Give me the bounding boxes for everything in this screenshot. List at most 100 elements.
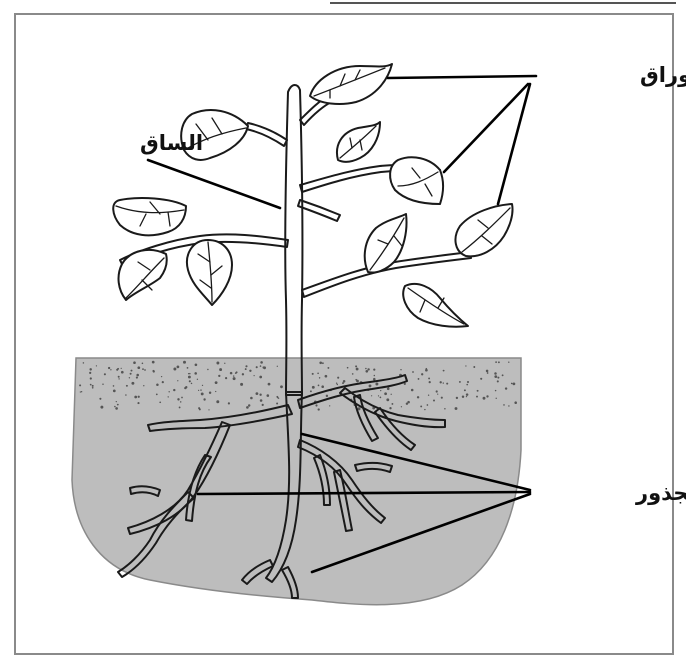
soil-speckle <box>505 387 507 389</box>
soil-speckle <box>466 384 468 386</box>
soil-speckle <box>233 375 234 376</box>
soil-speckle <box>365 368 367 370</box>
soil-speckle <box>378 395 379 396</box>
soil-speckle <box>391 403 393 405</box>
soil-speckle <box>152 370 154 372</box>
soil-speckle <box>329 405 330 406</box>
soil-speckle <box>342 382 344 384</box>
soil-speckle <box>104 373 106 375</box>
soil-speckle <box>133 361 136 364</box>
soil-speckle <box>317 372 319 374</box>
soil-speckle <box>456 397 458 399</box>
soil-speckle <box>131 370 133 372</box>
soil-speckle <box>90 384 92 386</box>
soil-speckle <box>446 383 448 385</box>
soil-speckle <box>483 397 486 400</box>
soil-speckle <box>136 377 138 379</box>
soil-speckle <box>319 361 322 364</box>
soil-speckle <box>195 363 198 366</box>
soil-speckle <box>437 394 438 395</box>
soil-speckle <box>476 396 478 398</box>
soil-speckle <box>180 401 182 403</box>
soil-speckle <box>177 366 180 369</box>
soil-speckle <box>137 366 140 369</box>
soil-speckle <box>102 383 103 384</box>
soil-speckle <box>240 383 243 386</box>
soil-speckle <box>262 404 264 406</box>
soil-speckle <box>356 368 359 371</box>
soil-speckle <box>391 394 392 395</box>
soil-speckle <box>113 385 115 387</box>
soil-speckle <box>125 394 127 396</box>
soil-speckle <box>136 374 139 377</box>
soil-speckle <box>248 404 250 406</box>
soil-speckle <box>276 396 278 398</box>
soil-speckle <box>487 372 489 374</box>
soil-speckle <box>121 368 122 369</box>
soil-speckle <box>497 377 499 379</box>
soil-speckle <box>380 397 382 399</box>
soil-speckle <box>375 383 378 386</box>
soil-speckle <box>219 368 222 371</box>
soil-speckle <box>464 389 466 391</box>
soil-speckle <box>225 377 227 379</box>
soil-speckle <box>444 408 446 410</box>
soil-speckle <box>92 385 94 387</box>
soil-speckle <box>189 380 191 382</box>
soil-speckle <box>199 408 201 410</box>
soil-speckle <box>428 395 429 396</box>
soil-speckle <box>443 382 444 383</box>
soil-speckle <box>197 379 198 380</box>
soil-speckle <box>508 405 509 406</box>
soil-speckle <box>126 385 128 387</box>
soil-speckle <box>319 377 320 378</box>
soil-speckle <box>495 361 497 363</box>
soil-speckle <box>245 368 247 370</box>
soil-speckle <box>428 377 430 379</box>
soil-speckle <box>113 390 116 393</box>
soil-speckle <box>325 375 328 378</box>
soil-speckle <box>417 396 419 398</box>
soil-speckle <box>137 402 139 404</box>
soil-speckle <box>312 373 314 375</box>
soil-speckle <box>277 366 278 367</box>
soil-speckle <box>502 374 504 376</box>
soil-speckle <box>256 366 258 368</box>
soil-speckle <box>83 362 85 364</box>
soil-speckle <box>503 404 505 406</box>
soil-speckle <box>138 396 140 398</box>
soil-speckle <box>96 365 97 366</box>
soil-speckle <box>142 368 144 370</box>
soil-speckle <box>400 369 401 370</box>
soil-speckle <box>117 368 119 370</box>
soil-speckle <box>131 382 134 385</box>
soil-speckle <box>427 404 429 406</box>
soil-speckle <box>100 406 103 409</box>
soil-speckle <box>228 402 230 404</box>
soil-speckle <box>358 407 360 409</box>
soil-speckle <box>433 399 435 401</box>
soil-speckle <box>118 378 119 379</box>
soil-speckle <box>459 381 461 383</box>
soil-speckle <box>322 362 324 364</box>
soil-speckle <box>183 361 186 364</box>
soil-speckle <box>268 383 271 386</box>
soil-speckle <box>191 383 193 385</box>
soil-speckle <box>81 391 82 392</box>
soil-speckle <box>245 365 247 367</box>
soil-speckle <box>280 385 283 388</box>
soil-speckle <box>189 373 191 375</box>
soil-speckle <box>326 395 328 397</box>
soil-speckle <box>318 385 320 387</box>
soil-speckle <box>411 389 414 392</box>
soil-speckle <box>327 367 329 369</box>
soil-speckle <box>496 398 497 399</box>
soil-speckle <box>336 383 337 384</box>
soil-speckle <box>462 396 464 398</box>
soil-speckle <box>467 381 469 383</box>
soil-speckle <box>79 384 81 386</box>
soil-speckle <box>144 369 146 371</box>
soil-speckle <box>187 367 189 369</box>
stem-label: الساق <box>140 131 203 155</box>
soil-speckle <box>441 397 443 399</box>
